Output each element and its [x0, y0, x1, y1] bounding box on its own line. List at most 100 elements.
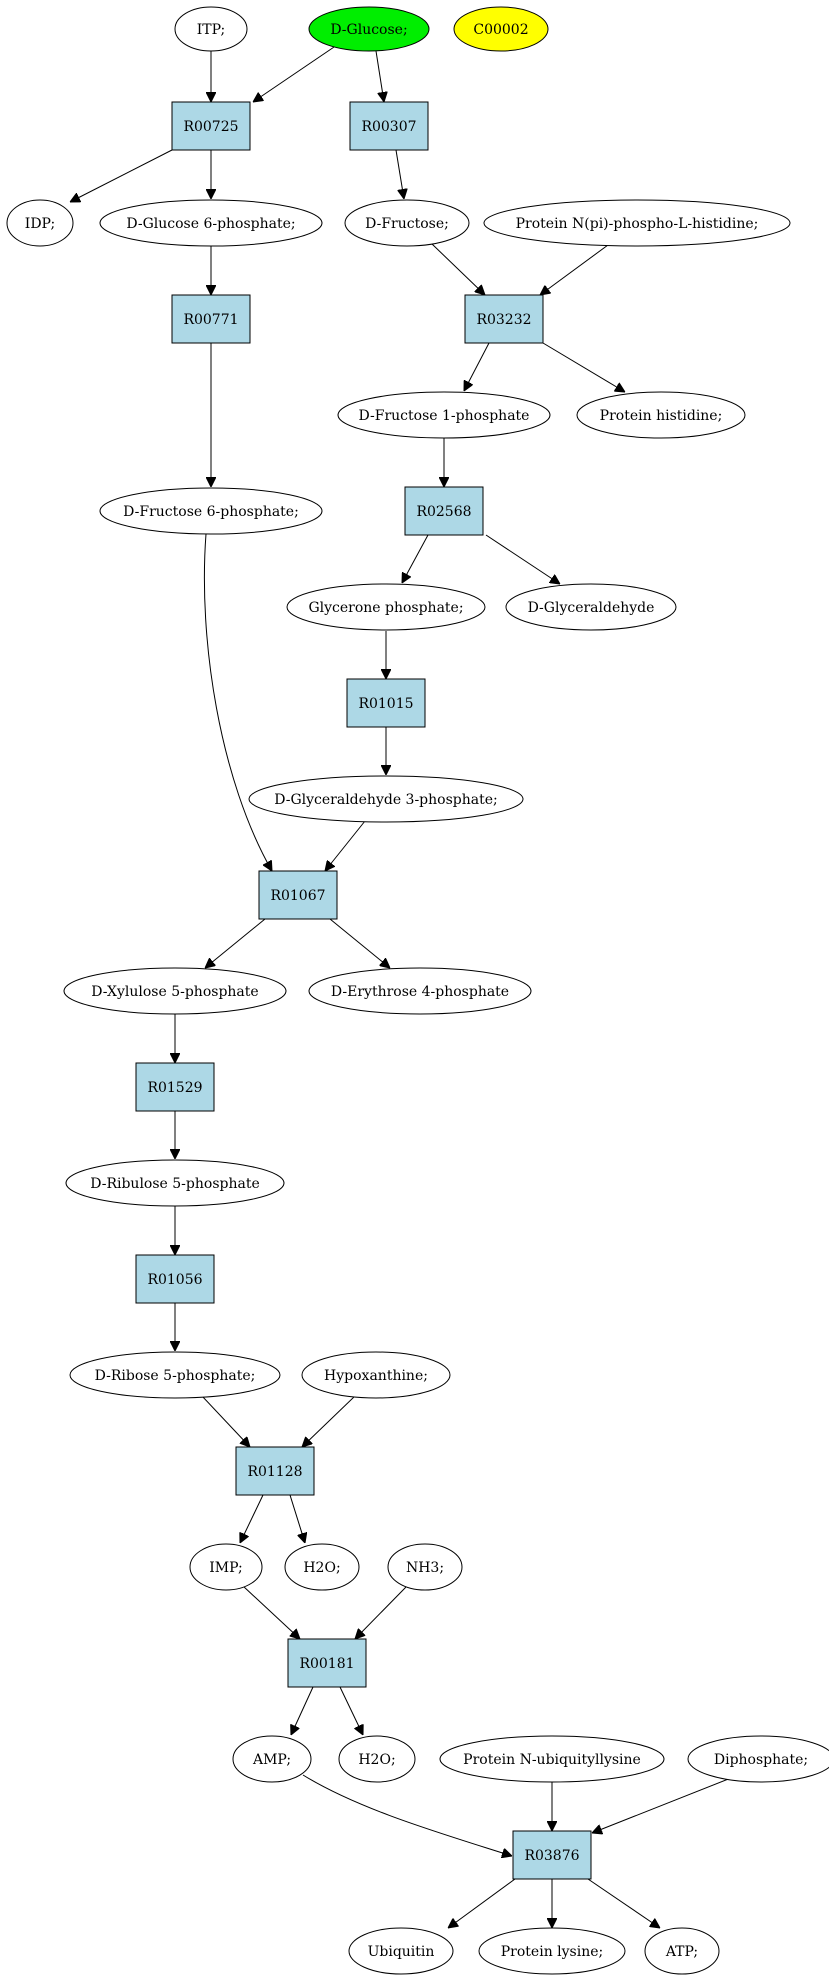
compound-node-nh3[interactable]: NH3;: [387, 1543, 463, 1591]
compound-node-atp[interactable]: ATP;: [644, 1927, 720, 1975]
compound-node-f1p[interactable]: D-Fructose 1-phosphate: [337, 391, 551, 439]
compound-label-hypox: Hypoxanthine;: [324, 1368, 428, 1384]
edge-r5p-r01128: [201, 1395, 250, 1447]
compound-label-c00002: C00002: [473, 22, 528, 38]
edge-dglucose-r00307: [375, 50, 384, 102]
compound-label-h2o-1: H2O;: [303, 1560, 340, 1576]
edge-protnpi-r03232: [540, 244, 609, 295]
edge-dfructose-r03232: [431, 243, 485, 295]
compound-node-imp[interactable]: IMP;: [189, 1543, 263, 1591]
edge-r01128-imp: [240, 1494, 264, 1543]
reaction-node-r01056[interactable]: R01056: [135, 1254, 215, 1304]
compound-label-ubiq: Ubiquitin: [368, 1944, 435, 1960]
edge-nh3-r00181: [355, 1586, 407, 1639]
compound-label-f6p: D-Fructose 6-phosphate;: [123, 504, 299, 520]
edge-r00181-h2o2: [339, 1686, 363, 1735]
compound-label-protlys: Protein lysine;: [501, 1944, 603, 1960]
compound-node-h2o-1[interactable]: H2O;: [284, 1543, 360, 1591]
compound-node-amp[interactable]: AMP;: [232, 1735, 312, 1783]
reaction-node-r00307[interactable]: R00307: [349, 101, 429, 151]
edge-r03232-prothis: [542, 342, 625, 392]
reaction-node-r00725[interactable]: R00725: [171, 101, 251, 151]
edge-diphos-r03876: [592, 1775, 737, 1833]
edge-r00181-amp: [291, 1686, 314, 1735]
compound-label-e4p: D-Erythrose 4-phosphate: [331, 984, 509, 1000]
compound-node-ubiq[interactable]: Ubiquitin: [348, 1927, 454, 1975]
edge-g3p-r01067: [325, 820, 366, 871]
reaction-label-r00771: R00771: [183, 312, 238, 328]
reaction-node-r01015[interactable]: R01015: [346, 678, 426, 728]
reaction-label-r00725: R00725: [183, 119, 238, 135]
nodes: ITP; D-Glucose; C00002 R00725 R00307 IDP…: [6, 6, 829, 1975]
reaction-node-r01067[interactable]: R01067: [258, 870, 338, 920]
compound-label-prothis: Protein histidine;: [600, 408, 723, 424]
edge-r01128-h2o1: [289, 1494, 305, 1543]
reaction-node-r03232[interactable]: R03232: [464, 294, 544, 344]
edge-r01067-x5p: [205, 918, 266, 968]
compound-node-diphos[interactable]: Diphosphate;: [687, 1735, 829, 1783]
reaction-label-r01056: R01056: [147, 1272, 202, 1288]
compound-node-f6p[interactable]: D-Fructose 6-phosphate;: [99, 487, 323, 535]
compound-node-protnub[interactable]: Protein N-ubiquityllysine: [439, 1735, 665, 1783]
edge-r02568-dglyald: [485, 534, 560, 584]
compound-label-dglyald: D-Glyceraldehyde: [528, 600, 655, 616]
compound-label-dglucose: D-Glucose;: [330, 22, 407, 38]
compound-node-e4p[interactable]: D-Erythrose 4-phosphate: [308, 967, 532, 1015]
edge-imp-r00181: [242, 1585, 300, 1639]
compound-node-g3p[interactable]: D-Glyceraldehyde 3-phosphate;: [248, 775, 524, 823]
compound-label-ru5p: D-Ribulose 5-phosphate: [90, 1176, 260, 1192]
edges: [70, 44, 737, 1928]
reaction-node-r00771[interactable]: R00771: [171, 294, 251, 344]
compound-label-imp: IMP;: [209, 1560, 243, 1576]
edge-amp-r03876: [302, 1774, 512, 1856]
reaction-label-r03232: R03232: [476, 312, 531, 328]
edge-r03876-ubiq: [448, 1878, 516, 1928]
compound-node-h2o-2[interactable]: H2O;: [338, 1735, 416, 1783]
edge-r02568-glyph: [402, 534, 429, 583]
compound-node-protlys[interactable]: Protein lysine;: [478, 1927, 626, 1975]
reaction-node-r00181[interactable]: R00181: [287, 1638, 367, 1688]
edge-r03232-f1p: [464, 342, 490, 391]
reaction-node-r01128[interactable]: R01128: [235, 1446, 315, 1496]
compound-node-hypox[interactable]: Hypoxanthine;: [301, 1351, 451, 1399]
reaction-node-r02568[interactable]: R02568: [404, 486, 484, 536]
compound-node-g6p[interactable]: D-Glucose 6-phosphate;: [99, 199, 323, 247]
compound-label-glyph: Glycerone phosphate;: [308, 600, 463, 616]
compound-node-dfructose[interactable]: D-Fructose;: [344, 199, 470, 247]
reaction-label-r01128: R01128: [247, 1464, 302, 1480]
reaction-label-r02568: R02568: [416, 504, 471, 520]
reaction-label-r01015: R01015: [358, 696, 413, 712]
compound-node-idp[interactable]: IDP;: [6, 199, 74, 247]
compound-node-x5p[interactable]: D-Xylulose 5-phosphate: [63, 967, 287, 1015]
reaction-label-r00181: R00181: [299, 1656, 354, 1672]
compound-label-g3p: D-Glyceraldehyde 3-phosphate;: [274, 792, 497, 808]
edge-hypox-r01128: [302, 1395, 356, 1447]
compound-label-nh3: NH3;: [406, 1560, 444, 1576]
compound-node-c00002[interactable]: C00002: [453, 6, 549, 52]
reaction-label-r00307: R00307: [361, 119, 416, 135]
compound-label-r5p: D-Ribose 5-phosphate;: [95, 1368, 256, 1384]
edge-r00725-idp: [70, 149, 173, 202]
compound-node-dglyald[interactable]: D-Glyceraldehyde: [505, 583, 677, 631]
compound-node-dglucose[interactable]: D-Glucose;: [308, 6, 430, 52]
compound-node-protnpi[interactable]: Protein N(pi)-phospho-L-histidine;: [483, 199, 791, 247]
compound-label-x5p: D-Xylulose 5-phosphate: [91, 984, 258, 1000]
compound-node-r5p[interactable]: D-Ribose 5-phosphate;: [69, 1351, 281, 1399]
compound-node-ru5p[interactable]: D-Ribulose 5-phosphate: [65, 1159, 285, 1207]
edge-r00307-dfructose: [395, 149, 404, 199]
compound-label-g6p: D-Glucose 6-phosphate;: [126, 216, 295, 232]
edge-r01067-e4p: [329, 918, 390, 968]
compound-label-protnpi: Protein N(pi)-phospho-L-histidine;: [516, 216, 759, 232]
reaction-node-r03876[interactable]: R03876: [512, 1830, 592, 1880]
compound-label-f1p: D-Fructose 1-phosphate: [359, 408, 530, 424]
edge-dglucose-r00725: [253, 44, 338, 102]
compound-label-idp: IDP;: [25, 216, 55, 232]
compound-label-amp: AMP;: [252, 1752, 291, 1768]
reaction-node-r01529[interactable]: R01529: [135, 1062, 215, 1112]
compound-node-itp[interactable]: ITP;: [174, 6, 248, 52]
compound-node-glyph[interactable]: Glycerone phosphate;: [286, 583, 486, 631]
reaction-label-r01067: R01067: [270, 888, 325, 904]
compound-node-prothis[interactable]: Protein histidine;: [576, 391, 746, 439]
reaction-label-r03876: R03876: [524, 1848, 579, 1864]
